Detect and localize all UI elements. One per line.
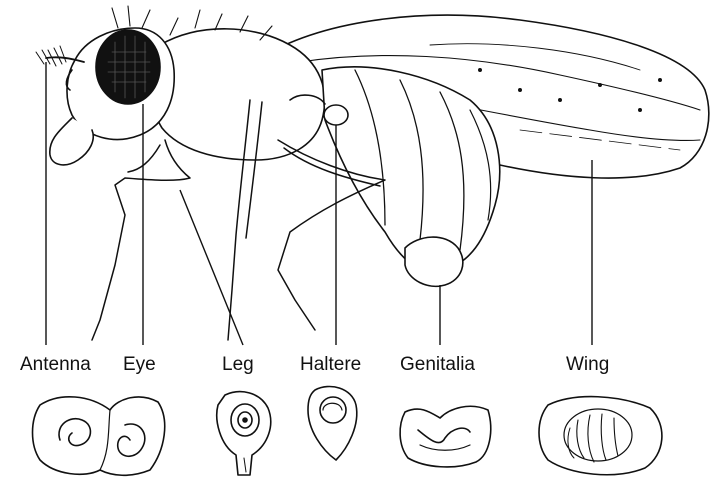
label-eye: Eye bbox=[123, 354, 156, 375]
eye-antenna-disc bbox=[33, 397, 165, 475]
haltere-disc bbox=[308, 386, 357, 460]
genitalia-drawing bbox=[405, 237, 463, 286]
fly-illustration bbox=[36, 6, 709, 340]
label-genitalia: Genitalia bbox=[400, 354, 475, 375]
genitalia-disc bbox=[400, 406, 491, 467]
imaginal-discs bbox=[33, 386, 662, 475]
label-antenna: Antenna bbox=[20, 354, 91, 375]
wing-disc bbox=[539, 397, 662, 475]
label-haltere: Haltere bbox=[300, 354, 361, 375]
part-labels: Antenna Eye Leg Haltere Genitalia Wing bbox=[20, 354, 609, 375]
label-leg: Leg bbox=[222, 354, 254, 375]
compound-eye-drawing bbox=[96, 30, 160, 104]
leg-disc bbox=[217, 392, 271, 475]
label-wing: Wing bbox=[566, 354, 609, 375]
